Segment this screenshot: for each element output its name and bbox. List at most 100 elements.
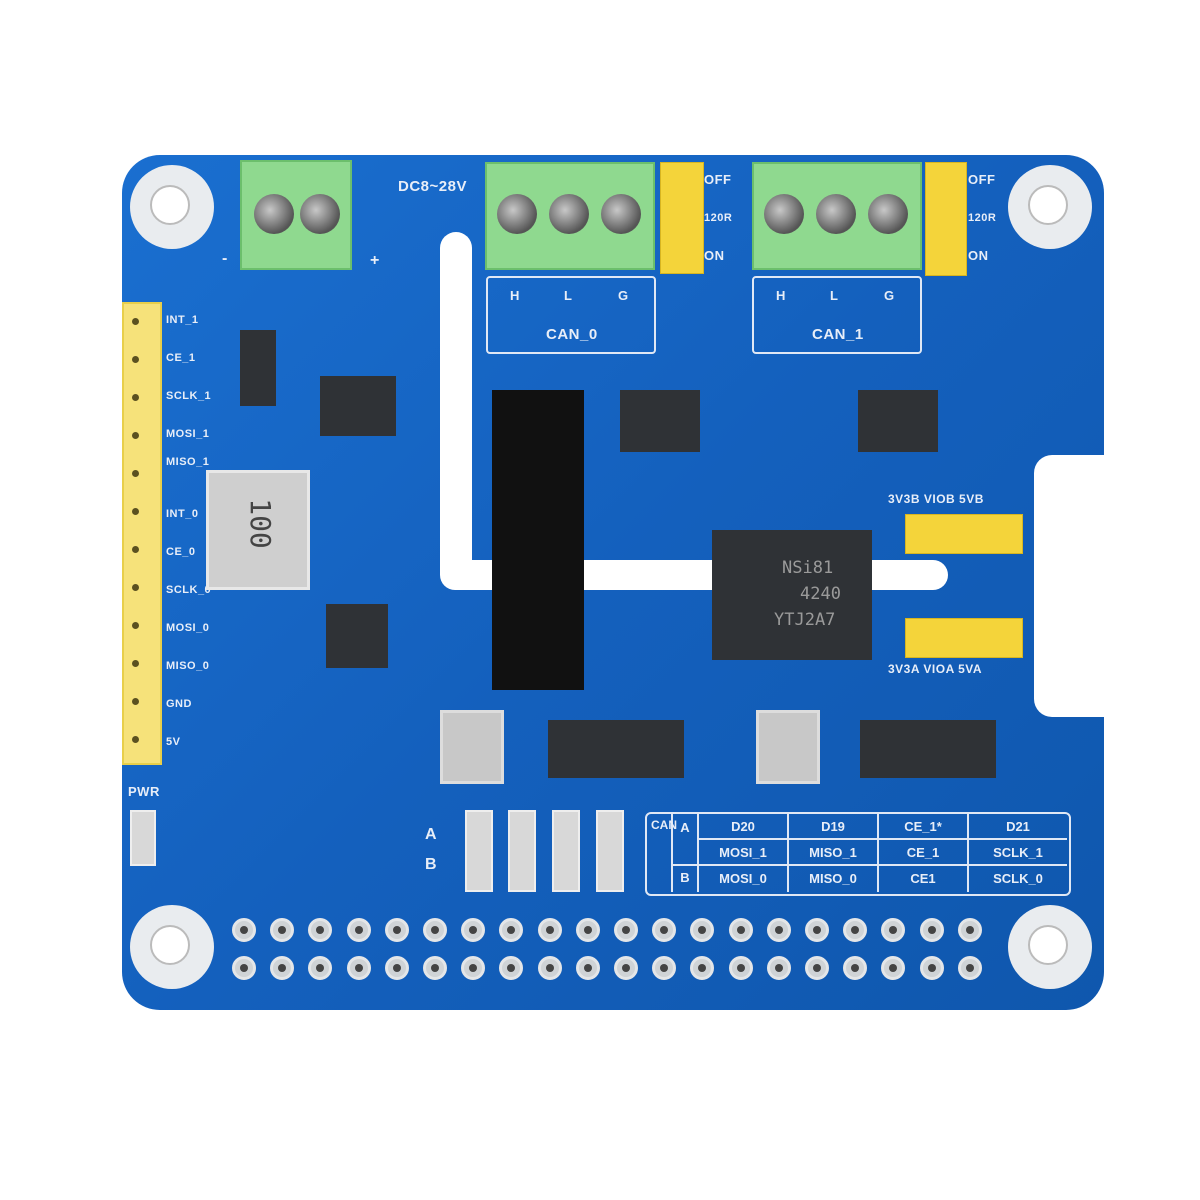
can-controller-chip <box>860 720 996 778</box>
can1-terminal-block[interactable] <box>752 162 922 270</box>
crystal-oscillator <box>756 710 820 784</box>
can0-pin-l: L <box>564 288 573 303</box>
can0-terminal-block[interactable] <box>485 162 655 270</box>
header-label: SCLK_0 <box>166 584 212 596</box>
mounting-hole <box>1008 165 1092 249</box>
table-header-cell: D21 <box>1006 819 1030 834</box>
isolator-chip: NSi81 4240 YTJ2A7 <box>712 530 872 660</box>
gpio-pad <box>614 918 638 942</box>
header-label: MISO_1 <box>166 456 210 468</box>
table-row-label: B <box>680 870 690 885</box>
can1-terminator-jumper[interactable] <box>925 162 967 276</box>
gpio-pad <box>575 918 600 942</box>
table-cell: SCLK_0 <box>993 871 1043 886</box>
selector-solder-pad[interactable] <box>508 810 536 892</box>
power-label: DC8~28V <box>398 178 467 195</box>
gpio-pad <box>652 956 677 980</box>
gpio-pad <box>499 956 524 980</box>
can0-jumper-120r: 120R <box>704 212 733 224</box>
pin-mapping-table: CAN A B D20 D19 CE_1* D21 MOSI_1 MISO_1 … <box>645 812 1071 896</box>
gpio-pad <box>537 956 562 980</box>
pwr-label: PWR <box>128 784 160 799</box>
gpio-pad <box>346 956 371 980</box>
header-label: SCLK_1 <box>166 390 212 402</box>
gpio-pad <box>423 956 447 980</box>
table-header-cell: D19 <box>821 819 845 834</box>
gpio-pad <box>957 918 982 942</box>
gpio-pad <box>308 918 333 942</box>
gpio-pad <box>690 918 715 942</box>
gpio-pad <box>805 918 829 942</box>
table-side-label: CAN <box>651 818 677 832</box>
gpio-pad <box>766 956 791 980</box>
isolated-power-module <box>492 390 584 690</box>
header-label: CE_1 <box>166 352 196 364</box>
can1-jumper-120r: 120R <box>968 212 997 224</box>
gpio-pad <box>652 918 677 942</box>
pin-header[interactable] <box>122 302 162 765</box>
power-minus: - <box>222 250 228 267</box>
can-controller-chip <box>548 720 684 778</box>
can-transceiver-chip <box>858 390 938 452</box>
isolation-slot <box>440 232 472 587</box>
can1-pin-h: H <box>776 288 786 303</box>
can1-label: CAN_1 <box>812 326 864 343</box>
gpio-pad <box>384 918 409 942</box>
gpio-pad <box>843 918 868 942</box>
header-label: MISO_0 <box>166 660 210 672</box>
selector-row-a: A <box>425 826 438 843</box>
viob-voltage-jumper[interactable] <box>905 514 1023 554</box>
header-label: 5V <box>166 736 181 748</box>
can0-label-box: H L G CAN_0 <box>486 276 656 354</box>
power-terminal-block[interactable] <box>240 160 352 270</box>
can-transceiver-chip <box>620 390 700 452</box>
gpio-pad <box>919 918 944 942</box>
gpio-pad <box>690 956 715 980</box>
table-header-cell: D20 <box>731 819 755 834</box>
can1-label-box: H L G CAN_1 <box>752 276 922 354</box>
header-label: MOSI_0 <box>166 622 210 634</box>
board-notch <box>1034 455 1114 717</box>
diode <box>240 330 276 406</box>
selector-solder-pad[interactable] <box>552 810 580 892</box>
gpio-pad <box>270 956 295 980</box>
mounting-hole <box>1008 905 1092 989</box>
vioa-voltage-jumper[interactable] <box>905 618 1023 658</box>
mounting-hole <box>130 165 214 249</box>
inductor: 100 <box>206 470 310 590</box>
header-label: INT_1 <box>166 314 199 326</box>
inductor-marking: 100 <box>243 498 277 549</box>
gpio-pad <box>537 918 562 942</box>
gpio-pad <box>881 918 906 942</box>
gpio-pad <box>728 918 753 942</box>
gpio-pad <box>461 918 486 942</box>
can1-pin-l: L <box>830 288 839 303</box>
can1-jumper-on: ON <box>968 248 989 263</box>
selector-solder-pad[interactable] <box>596 810 624 892</box>
gpio-pad <box>499 918 524 942</box>
header-label: GND <box>166 698 192 710</box>
can0-jumper-off: OFF <box>704 172 732 187</box>
power-led <box>130 810 156 866</box>
vioa-label: 3V3A VIOA 5VA <box>888 662 983 676</box>
gpio-pad <box>957 956 982 980</box>
gpio-pad <box>270 918 295 942</box>
selector-solder-pad[interactable] <box>465 810 493 892</box>
table-cell: MISO_0 <box>809 871 857 886</box>
gpio-pad <box>232 918 256 942</box>
can0-label: CAN_0 <box>546 326 598 343</box>
crystal-oscillator <box>440 710 504 784</box>
can1-jumper-off: OFF <box>968 172 996 187</box>
gpio-pad <box>308 956 333 980</box>
table-header-cell: CE_1* <box>904 819 942 834</box>
table-cell: CE_1 <box>906 845 940 860</box>
gpio-pad <box>766 918 791 942</box>
regulator-chip <box>326 604 388 668</box>
gpio-pad <box>423 918 447 942</box>
header-label: MOSI_1 <box>166 428 210 440</box>
can0-terminator-jumper[interactable] <box>660 162 704 274</box>
mounting-hole <box>130 905 214 989</box>
can0-pin-h: H <box>510 288 520 303</box>
gpio-pad <box>461 956 486 980</box>
header-label: CE_0 <box>166 546 196 558</box>
